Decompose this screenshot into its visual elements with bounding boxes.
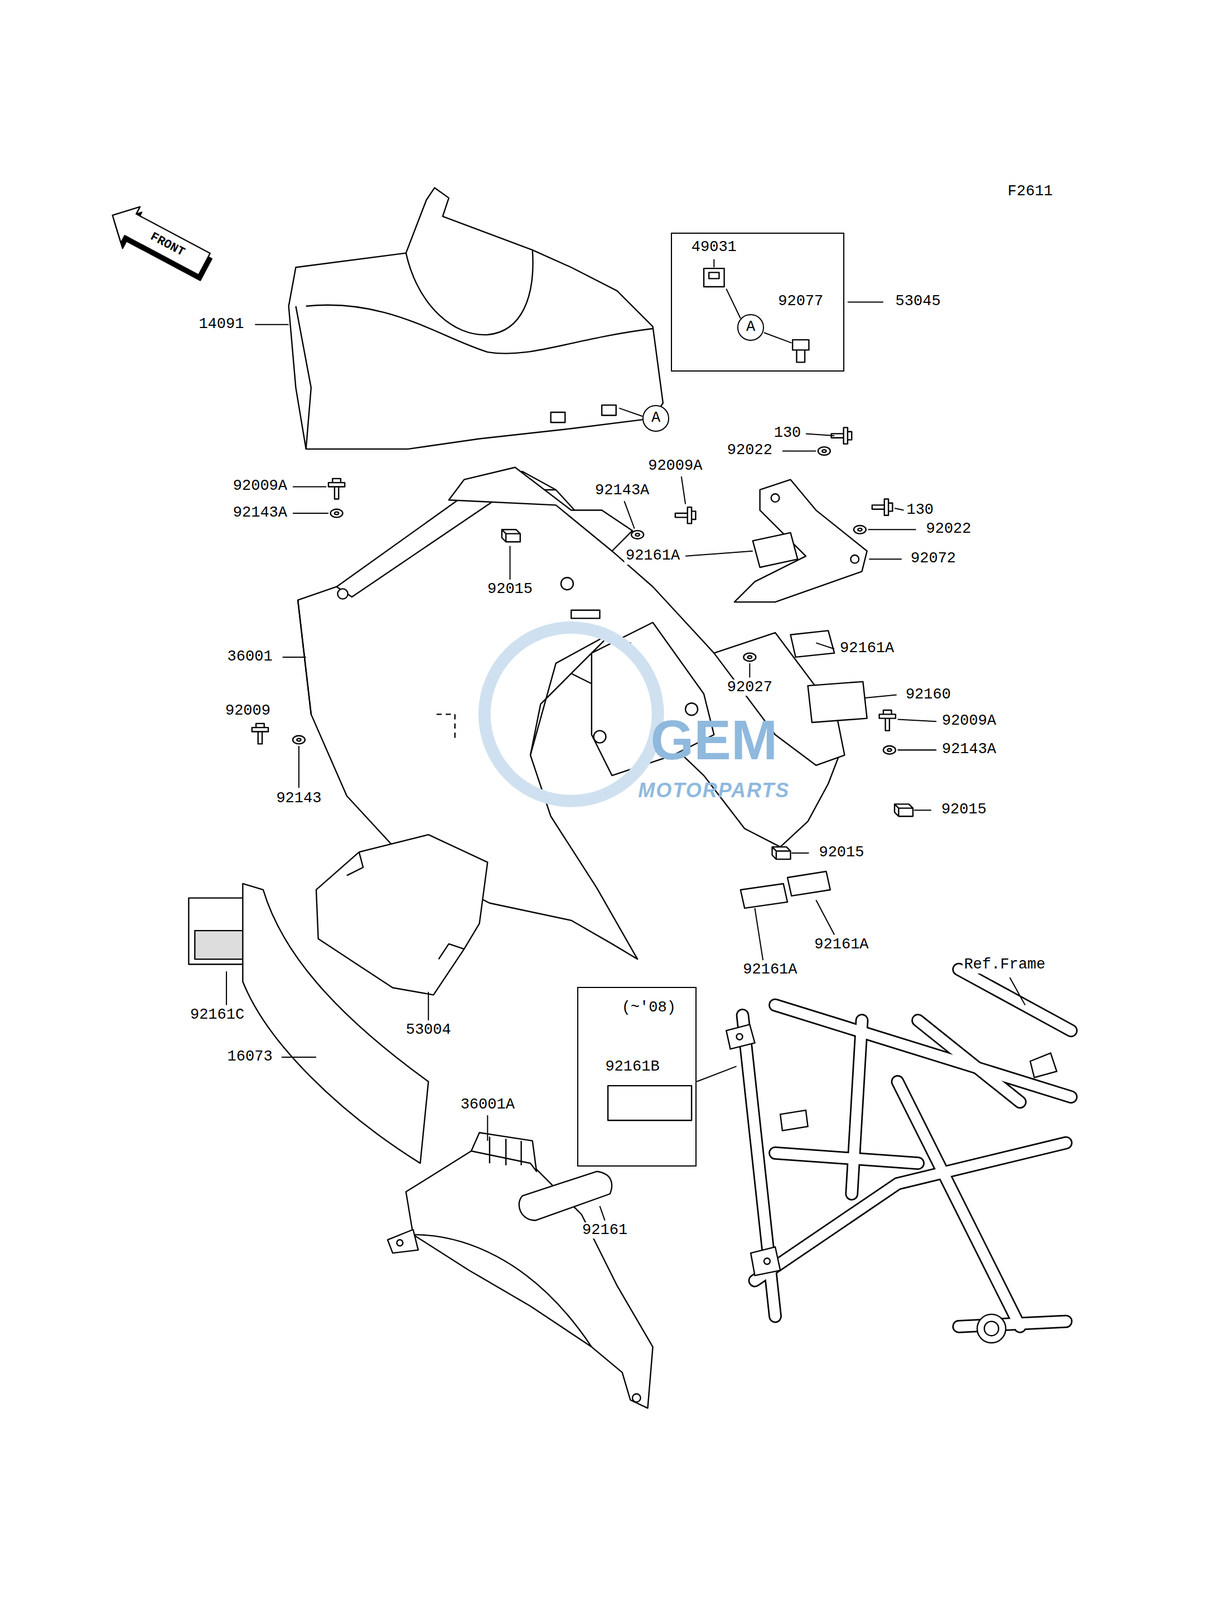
lower-fairing <box>405 1150 654 1408</box>
frame-reference: Ref.Frame <box>962 956 1048 974</box>
watermark: MOTORPARTS <box>637 779 790 802</box>
part-number: 92072 <box>909 550 958 568</box>
reference-letter: A <box>650 409 662 427</box>
leader-lines <box>226 259 1026 1221</box>
part-number: 92161B <box>603 1058 661 1076</box>
part-number: 53045 <box>893 293 943 311</box>
pad <box>316 834 488 995</box>
figure-number: F2611 <box>1006 183 1055 201</box>
kit-box: 49031 92077A <box>670 232 845 372</box>
frame <box>742 969 1072 1327</box>
part-number: 36001 <box>225 648 275 666</box>
reference-circle: A <box>737 313 765 341</box>
part-number: 92143A <box>593 482 651 500</box>
part-number: 130 <box>772 424 804 442</box>
part-number: 14091 <box>196 316 246 333</box>
part-number: 92143A <box>231 504 289 522</box>
part-number: 92022 <box>725 442 775 460</box>
model-year-box: (~'08) 92161B <box>577 986 697 1167</box>
part-number: (~'08) <box>620 999 678 1017</box>
reference-circle: A <box>642 404 670 432</box>
bracket <box>734 479 868 602</box>
part-number: 130 <box>904 501 936 519</box>
front-arrow <box>100 196 218 288</box>
part-number: 49031 <box>690 239 738 257</box>
part-number: 92015 <box>817 844 866 862</box>
part-number: 92161A <box>741 962 799 979</box>
part-number: 92143A <box>940 741 998 758</box>
part-number: 92161A <box>838 640 896 657</box>
part-number: 92143 <box>274 790 323 807</box>
part-number: 92161C <box>188 1006 246 1024</box>
part-number: 53004 <box>404 1021 453 1039</box>
rear-cover <box>288 249 664 449</box>
part-number: 92015 <box>939 801 989 819</box>
parts <box>100 187 913 1409</box>
watermark-globe <box>484 627 659 801</box>
part-number: 92160 <box>904 686 953 704</box>
part-number: 92161 <box>580 1221 630 1239</box>
part-number: 92027 <box>725 679 775 696</box>
watermark: GEM <box>650 708 778 771</box>
part-number: 92022 <box>924 520 973 538</box>
part-number: 36001A <box>458 1096 517 1114</box>
part-number: 92161A <box>812 936 870 954</box>
part-number: 92009A <box>231 478 289 496</box>
front-arrow-text: FRONT <box>146 229 188 260</box>
part-number: 92161A <box>624 547 682 565</box>
part-number: 92009A <box>940 712 998 730</box>
part-number: 92077 <box>776 293 825 311</box>
part-number: 92009 <box>223 702 273 720</box>
part-number: 92015 <box>485 581 535 598</box>
reference-letter: A <box>745 318 757 336</box>
part-number: 16073 <box>225 1048 275 1066</box>
part-number: 92009A <box>646 457 704 475</box>
